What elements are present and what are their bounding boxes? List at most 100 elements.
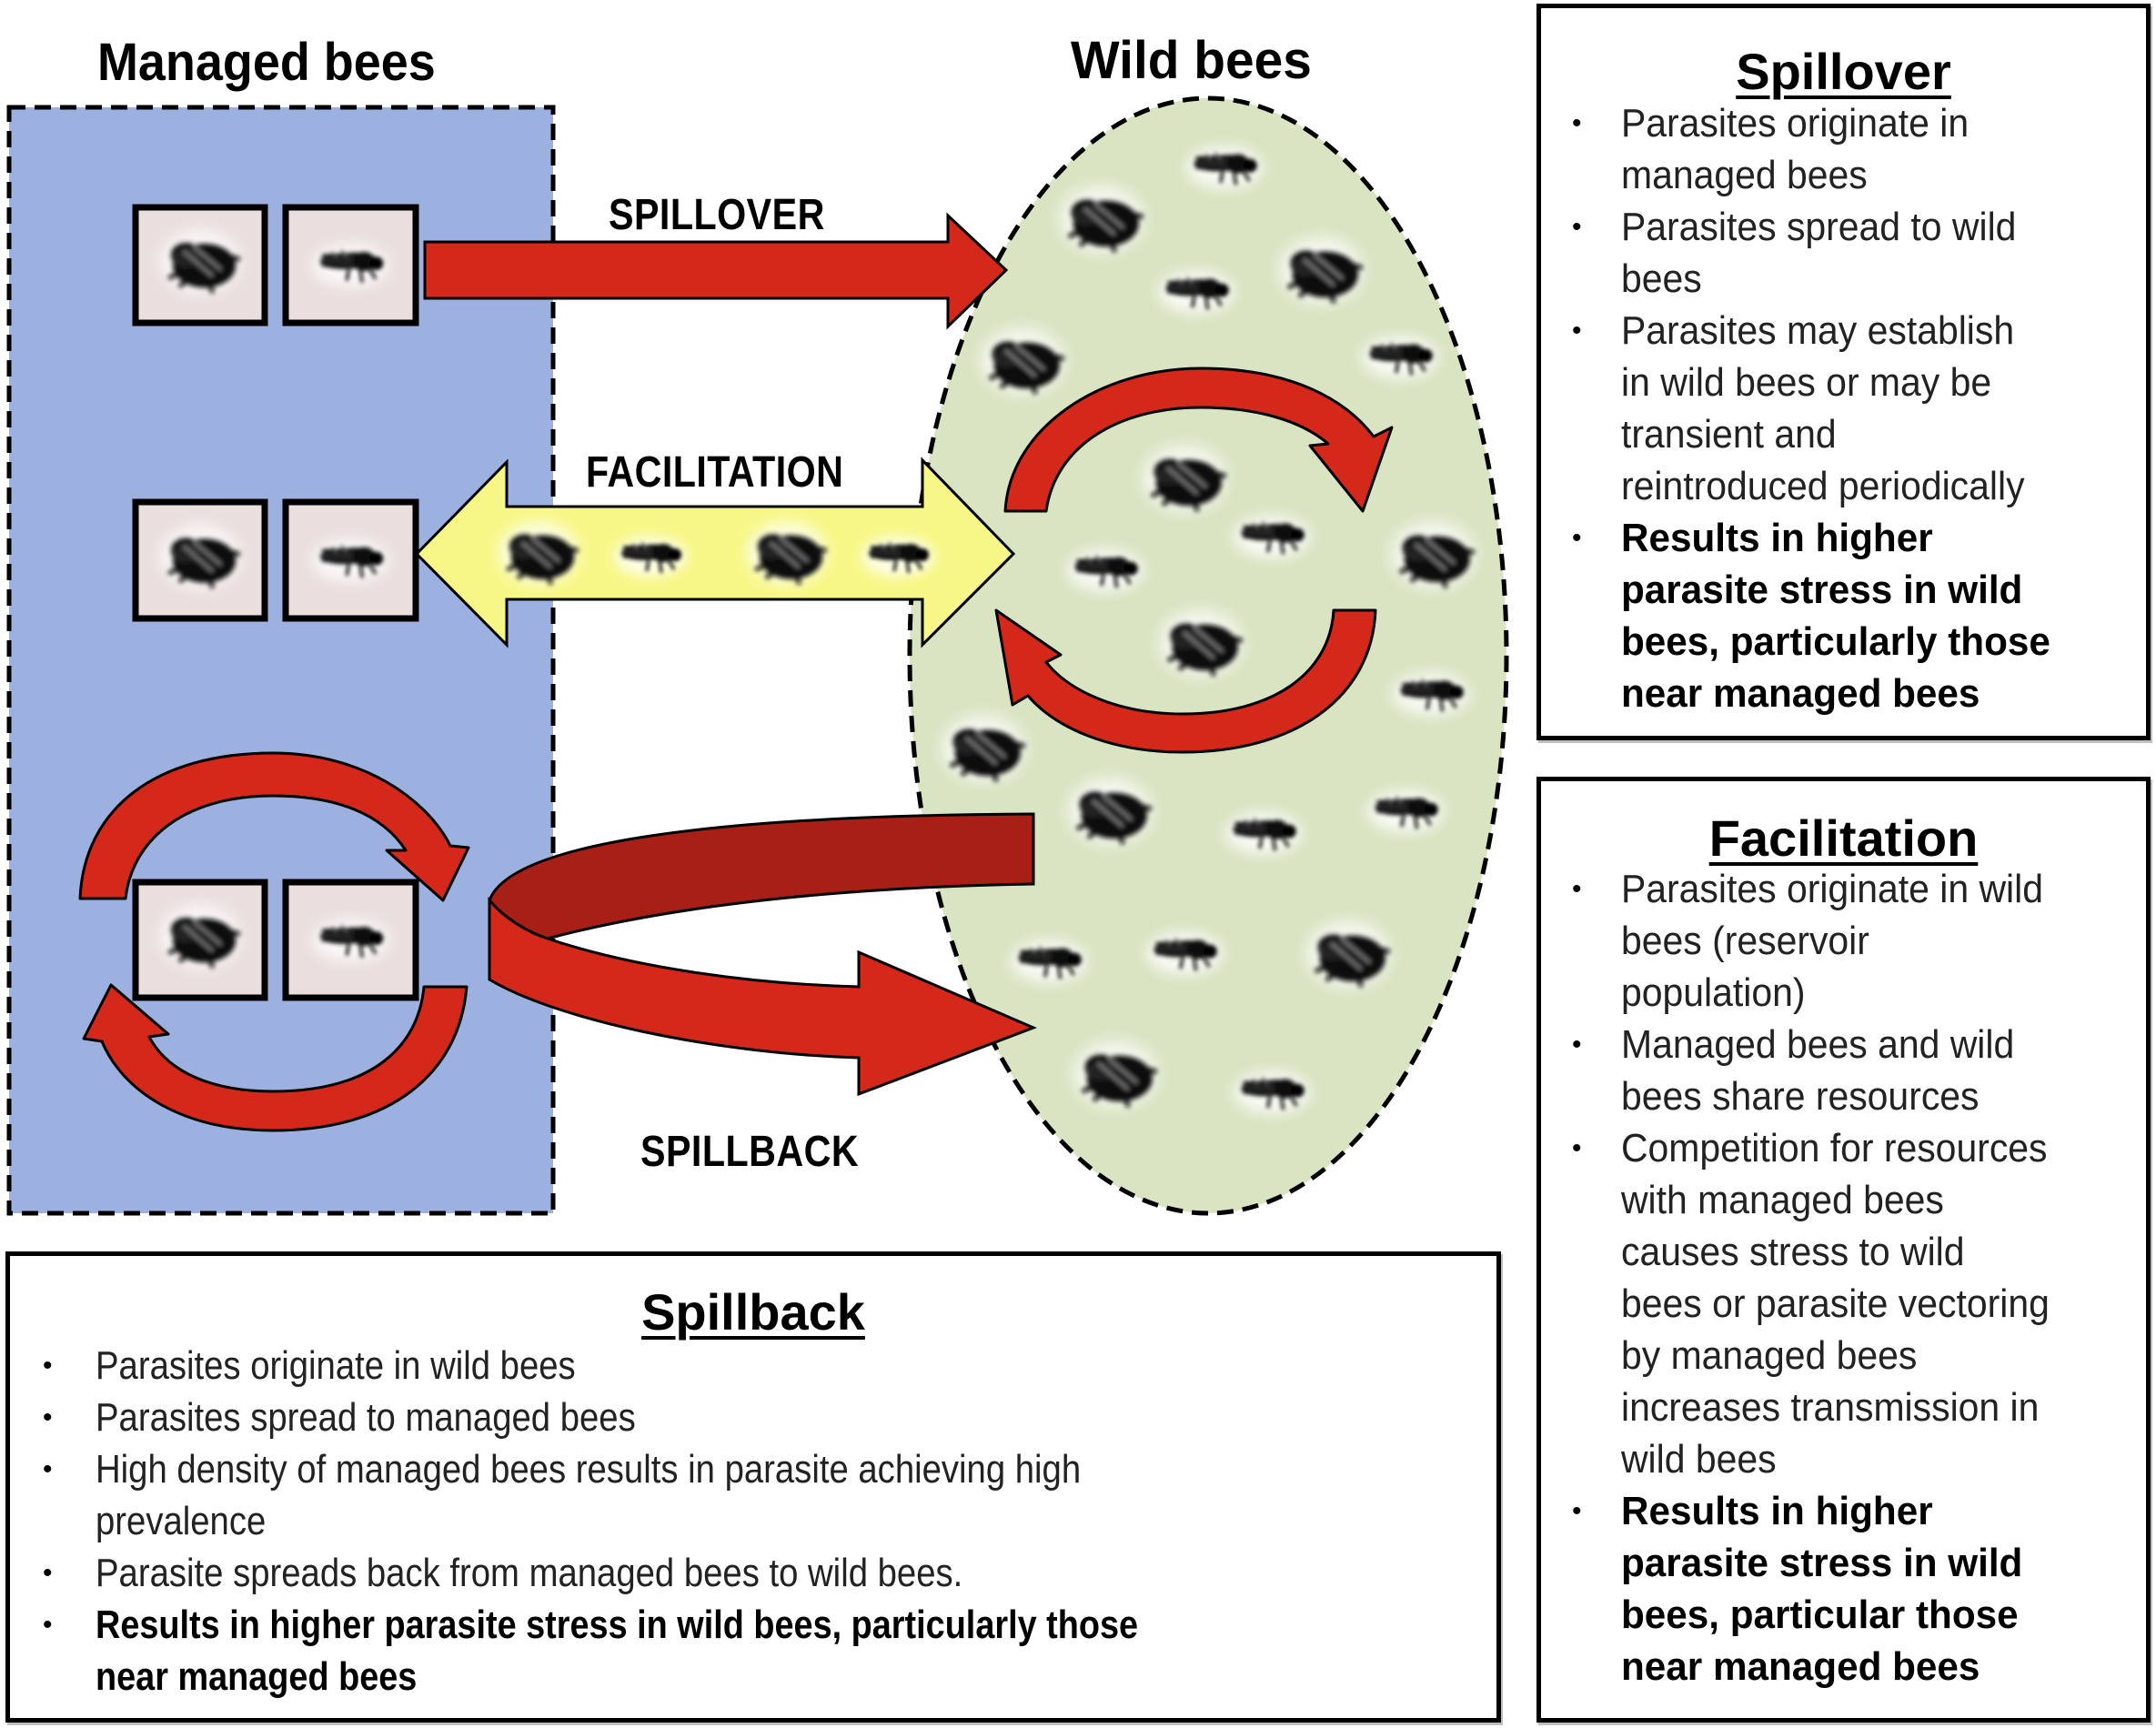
- honey-bee-icon: [1011, 940, 1087, 982]
- bullet-text-line: wild bees: [1621, 1437, 1777, 1482]
- bullet-icon: •: [1572, 316, 1582, 346]
- spillover-box: Spillover • Parasites originate in managed…: [1536, 4, 2151, 740]
- bullet-icon: •: [43, 1558, 53, 1588]
- bumble-bee-icon: [160, 905, 239, 968]
- bullet-text-line: Results in higher parasite stress in wil…: [96, 1602, 1139, 1647]
- bumble-bee-icon: [981, 328, 1063, 394]
- bullet-icon: •: [1572, 108, 1582, 138]
- bullet-icon: •: [43, 1454, 53, 1484]
- bumble-bee-icon: [499, 522, 578, 585]
- managed-cycle-bottom-arrow: [82, 983, 468, 1132]
- bullet-text-line: bees, particular those: [1621, 1592, 2019, 1637]
- bullet-text-line: Managed bees and wild: [1621, 1022, 2015, 1067]
- honey-bee-icon: [1234, 516, 1310, 558]
- bullet-text-line: prevalence: [96, 1499, 267, 1543]
- bullet-item: • Competition for resources with managed b…: [1572, 1122, 2081, 1485]
- honey-bee-icon: [313, 539, 389, 581]
- spillback-bullets: • Parasites originate in wild bees • Parasi…: [43, 1340, 1308, 1703]
- managed-bees-title: Managed bees: [97, 33, 436, 92]
- bumble-bee-icon: [160, 230, 239, 293]
- bullet-text-line: parasite stress in wild: [1621, 568, 2023, 612]
- bullet-text-line: parasite stress in wild: [1621, 1541, 2023, 1585]
- honey-bee-icon: [614, 537, 687, 577]
- honey-bee-icon: [313, 245, 389, 286]
- facilitation-label: FACILITATION: [586, 448, 844, 497]
- bumble-bee-icon: [1060, 186, 1143, 252]
- honey-bee-icon: [1146, 932, 1223, 974]
- honey-bee-icon: [1367, 790, 1444, 832]
- facilitation-box-heading: Facilitation: [1708, 809, 1979, 867]
- bullet-text-line: near managed bees: [96, 1654, 418, 1699]
- bumble-bee-icon: [1068, 779, 1151, 844]
- bullet-text-line: transient and: [1621, 412, 1837, 457]
- bumble-bee-icon: [1143, 446, 1225, 511]
- bullet-text-line: reintroduced periodically: [1621, 464, 2025, 508]
- honey-bee-icon: [1225, 812, 1302, 854]
- honey-bee-icon: [1067, 549, 1143, 591]
- honey-bee-icon: [1186, 146, 1263, 188]
- bullet-icon: •: [43, 1402, 53, 1432]
- bullet-text-line: Competition for resources: [1621, 1126, 2048, 1170]
- wild-cycle-arrows: [994, 367, 1394, 754]
- wild-cycle-top-arrow: [1003, 367, 1394, 513]
- facilitation-box: Facilitation • Parasites originate in wil…: [1536, 777, 2151, 1723]
- bumble-bee-icon: [747, 522, 826, 585]
- honey-bee-icon: [1158, 271, 1234, 313]
- bullet-text-line: Parasites spread to wild: [1621, 205, 2017, 249]
- spillback-box: Spillback • Parasites originate in wild b…: [5, 1251, 1501, 1723]
- bullet-text-line: Parasites spread to managed bees: [96, 1395, 636, 1440]
- bullet-icon: •: [43, 1351, 53, 1381]
- bullet-text-line: High density of managed bees results in …: [96, 1447, 1082, 1492]
- bumble-bee-icon: [1159, 610, 1242, 676]
- bullet-text-line: Results in higher: [1621, 516, 1933, 560]
- bullet-text-line: with managed bees: [1621, 1178, 1944, 1222]
- bullet-icon: •: [1572, 1133, 1582, 1163]
- bullet-text-line: near managed bees: [1621, 671, 1980, 716]
- spillover-label: SPILLOVER: [609, 191, 825, 239]
- bullet-text-line: bees, particularly those: [1621, 619, 2050, 664]
- facilitation-bullets: • Parasites originate in wild bees (reserv…: [1572, 863, 2081, 1693]
- spillback-arrow-front-band: [488, 896, 1037, 1097]
- spillback-box-heading: Spillback: [641, 1283, 865, 1341]
- bumble-bee-icon: [1279, 237, 1362, 303]
- bullet-text-line: Results in higher: [1621, 1489, 1933, 1533]
- bullet-icon: •: [1572, 1496, 1582, 1526]
- bullet-text-line: Parasites originate in wild: [1621, 867, 2043, 911]
- bullet-text-line: Parasites originate in wild bees: [96, 1343, 576, 1388]
- bullet-text-line: bees: [1621, 256, 1702, 301]
- bullet-text-line: near managed bees: [1621, 1644, 1980, 1689]
- bumble-bee-icon: [942, 716, 1024, 781]
- facilitation-arrow: [414, 457, 1016, 648]
- bullet-text-line: Parasites originate in: [1621, 101, 1970, 146]
- managed-cycle-top-arrow: [78, 751, 470, 902]
- honey-bee-icon: [1234, 1071, 1310, 1113]
- managed-bee-tiles: [132, 204, 419, 1001]
- spillover-box-heading: Spillover: [1736, 43, 1951, 100]
- bullet-item: • High density of managed bees results in…: [43, 1443, 1308, 1547]
- bullet-text-line: bees (reservoir: [1621, 919, 1869, 963]
- bullet-item: • Parasites originate in managed bees: [1572, 97, 2069, 201]
- bullet-item: • Parasites spread to managed bees: [43, 1391, 1308, 1443]
- spillover-arrow: [423, 212, 1009, 330]
- bullet-text-line: managed bees: [1621, 153, 1868, 197]
- bullet-item: • Results in higher parasite stress in wil…: [1572, 1485, 2081, 1693]
- wild-cycle-bottom-arrow: [994, 608, 1377, 754]
- managed-cycle-arrows: [78, 751, 470, 1132]
- bullet-text-line: Parasite spreads back from managed bees …: [96, 1551, 963, 1595]
- bullet-text-line: causes stress to wild: [1621, 1230, 1965, 1274]
- bullet-text-line: bees or parasite vectoring: [1621, 1281, 2050, 1326]
- bullet-icon: •: [1572, 212, 1582, 242]
- bullet-icon: •: [1572, 1030, 1582, 1060]
- spillback-arrow: [488, 812, 1037, 1097]
- bullet-text-line: in wild bees or may be: [1621, 360, 1992, 405]
- bullet-text-line: by managed bees: [1621, 1333, 1918, 1378]
- bumble-bee-icon: [1391, 522, 1474, 588]
- bumble-bee-icon: [1073, 1041, 1156, 1107]
